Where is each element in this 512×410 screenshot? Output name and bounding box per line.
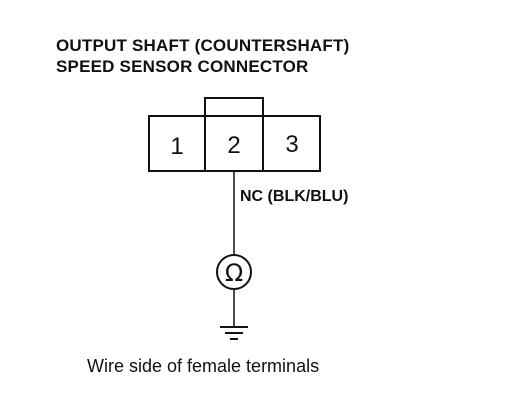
- pin-label-2: 2: [227, 132, 240, 159]
- pin-label-3: 3: [285, 131, 298, 158]
- diagram-title-line-1: OUTPUT SHAFT (COUNTERSHAFT): [56, 36, 350, 55]
- connector-lock-tab: [204, 97, 264, 117]
- ohm-symbol: Ω: [225, 259, 243, 287]
- ground-icon: [220, 326, 248, 340]
- ohmmeter-icon: Ω: [216, 254, 252, 290]
- wire-label: NC (BLK/BLU): [240, 188, 349, 205]
- diagram-caption: Wire side of female terminals: [87, 356, 320, 376]
- pin-label-1: 1: [170, 133, 183, 160]
- diagram-title-line-2: SPEED SENSOR CONNECTOR: [56, 57, 309, 76]
